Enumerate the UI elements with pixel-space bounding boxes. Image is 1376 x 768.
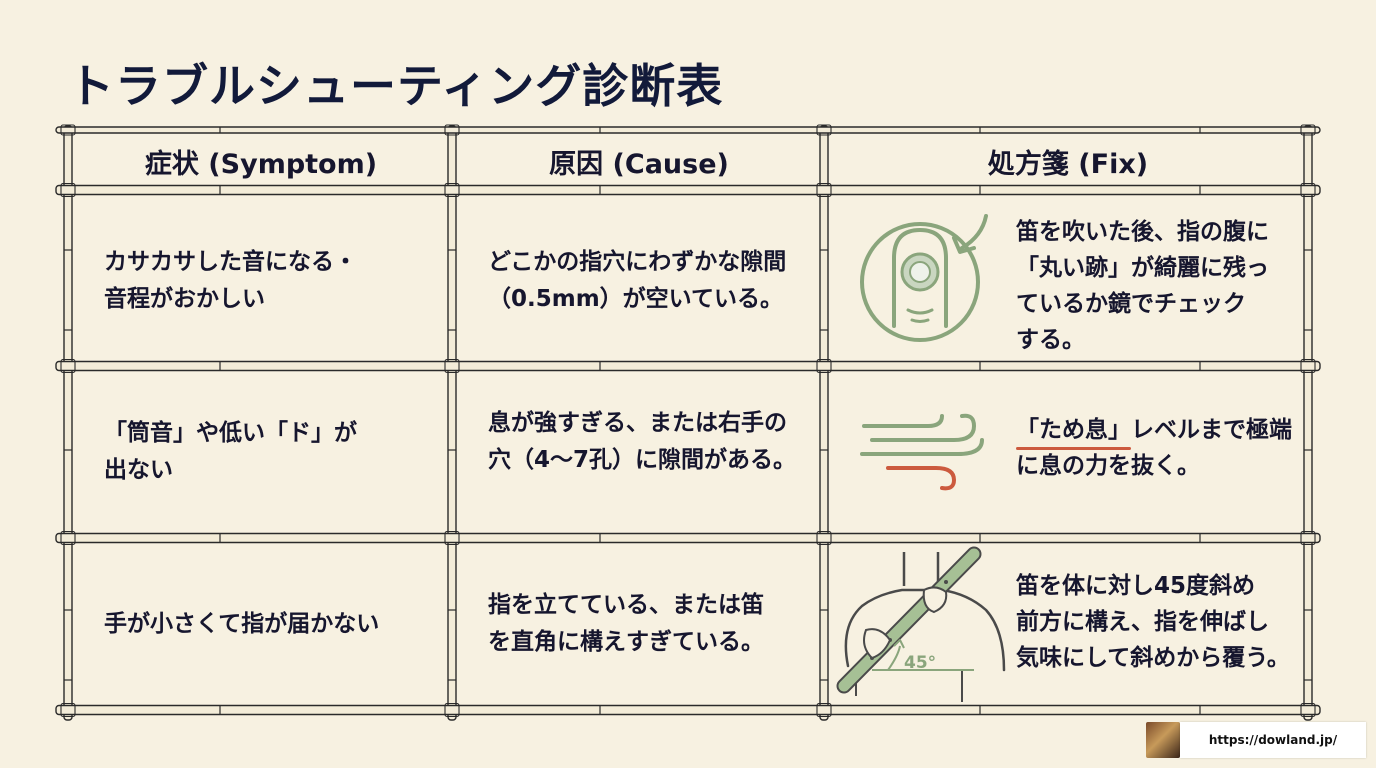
- bamboo-joint-3-0: [60, 530, 76, 546]
- bamboo-pole-horizontal-3: [55, 532, 1321, 544]
- row1-cause-line2: （0.5mm）が空いている。: [488, 286, 783, 312]
- page-title: トラブルシューティング診断表: [68, 59, 724, 113]
- row1-symptom-line2: 音程がおかしい: [104, 286, 265, 312]
- bamboo-joint-3-3: [1300, 530, 1316, 546]
- row1-symptom-line1: カサカサした音になる・: [104, 249, 357, 275]
- row2-cause-line2: 穴（4〜7孔）に隙間がある。: [488, 447, 797, 473]
- bamboo-joint-4-3: [1300, 702, 1316, 718]
- row2-symptom-line2: 出ない: [104, 457, 173, 483]
- flute-45-degree-posture-icon: 45°: [836, 546, 1006, 702]
- bamboo-joint-1-3: [1300, 182, 1316, 198]
- bamboo-joint-0-2: [816, 124, 832, 136]
- row3-symptom: 手が小さくて指が届かない: [104, 544, 444, 704]
- site-logo-image: [1146, 722, 1180, 758]
- row2-fix: 「ため息」レベルまで極端 に息の力を抜く。: [1016, 412, 1292, 484]
- bamboo-joint-0-0: [60, 124, 76, 136]
- header-cause: 原因 (Cause): [549, 148, 729, 180]
- row1-fix-line4: する。: [1016, 327, 1085, 353]
- bamboo-pole-horizontal-1: [55, 184, 1321, 196]
- soft-breath-wind-icon: [860, 413, 984, 491]
- row3-cause-line1: 指を立てている、または笛: [488, 592, 764, 618]
- row3-fix: 笛を体に対し45度斜め 前方に構え、指を伸ばし 気味にして斜めから覆う。: [1016, 568, 1290, 676]
- row3-fix-line3: 気味にして斜めから覆う。: [1016, 645, 1290, 671]
- bamboo-joint-3-1: [444, 530, 460, 546]
- row1-symptom: カサカサした音になる・ 音程がおかしい: [104, 200, 444, 362]
- row1-cause-line1: どこかの指穴にわずかな隙間: [488, 249, 787, 275]
- row1-fix-line3: ているか鏡でチェック: [1016, 291, 1246, 317]
- bamboo-pole-vertical-0: [63, 125, 73, 721]
- header-fix: 処方箋 (Fix): [987, 148, 1149, 180]
- bamboo-joint-2-1: [444, 358, 460, 374]
- bamboo-joint-0-3: [1300, 124, 1316, 136]
- row1-fix-line1: 笛を吹いた後、指の腹に: [1016, 219, 1269, 245]
- footer-url-link[interactable]: https://dowland.jp/: [1180, 722, 1366, 758]
- bamboo-joint-1-1: [444, 182, 460, 198]
- breath-highlight: 「ため息」: [1016, 412, 1131, 450]
- row2-cause-line1: 息が強すぎる、または右手の: [488, 410, 787, 436]
- row2-fix-line2: に息の力を抜く。: [1016, 453, 1200, 479]
- bamboo-pole-vertical-3: [1303, 125, 1313, 721]
- bamboo-pole-horizontal-2: [55, 360, 1321, 372]
- bamboo-joint-0-1: [444, 124, 460, 136]
- bamboo-pole-vertical-2: [819, 125, 829, 721]
- bamboo-joint-4-0: [60, 702, 76, 718]
- bamboo-joint-4-1: [444, 702, 460, 718]
- bamboo-pole-horizontal-0: [55, 126, 1321, 134]
- bamboo-pole-vertical-1: [447, 125, 457, 721]
- bamboo-joint-2-2: [816, 358, 832, 374]
- row3-fix-line2: 前方に構え、指を伸ばし: [1016, 609, 1269, 635]
- header-symptom: 症状 (Symptom): [144, 148, 378, 180]
- row1-cause: どこかの指穴にわずかな隙間 （0.5mm）が空いている。: [488, 200, 818, 362]
- row2-symptom-line1: 「筒音」や低い「ド」が: [104, 420, 357, 446]
- bamboo-joint-3-2: [816, 530, 832, 546]
- bamboo-joint-2-0: [60, 358, 76, 374]
- row2-fix-line1-rest: レベルまで極端: [1131, 417, 1292, 443]
- fingertip-mark-icon: [860, 214, 988, 342]
- bamboo-joint-1-0: [60, 182, 76, 198]
- row3-symptom-line1: 手が小さくて指が届かない: [104, 610, 380, 637]
- row2-symptom: 「筒音」や低い「ド」が 出ない: [104, 372, 444, 532]
- bamboo-joint-4-2: [816, 702, 832, 718]
- angle-label: 45°: [904, 653, 936, 673]
- row3-cause-line2: を直角に構えすぎている。: [488, 629, 764, 655]
- row3-cause: 指を立てている、または笛 を直角に構えすぎている。: [488, 544, 818, 704]
- bamboo-joint-2-3: [1300, 358, 1316, 374]
- bamboo-joint-1-2: [816, 182, 832, 198]
- bamboo-pole-horizontal-4: [55, 704, 1321, 716]
- row2-cause: 息が強すぎる、または右手の 穴（4〜7孔）に隙間がある。: [488, 372, 818, 512]
- row3-fix-line1: 笛を体に対し45度斜め: [1016, 573, 1256, 599]
- row1-fix: 笛を吹いた後、指の腹に 「丸い跡」が綺麗に残っ ているか鏡でチェック する。: [1016, 214, 1269, 358]
- row1-fix-line2: 「丸い跡」が綺麗に残っ: [1016, 255, 1269, 281]
